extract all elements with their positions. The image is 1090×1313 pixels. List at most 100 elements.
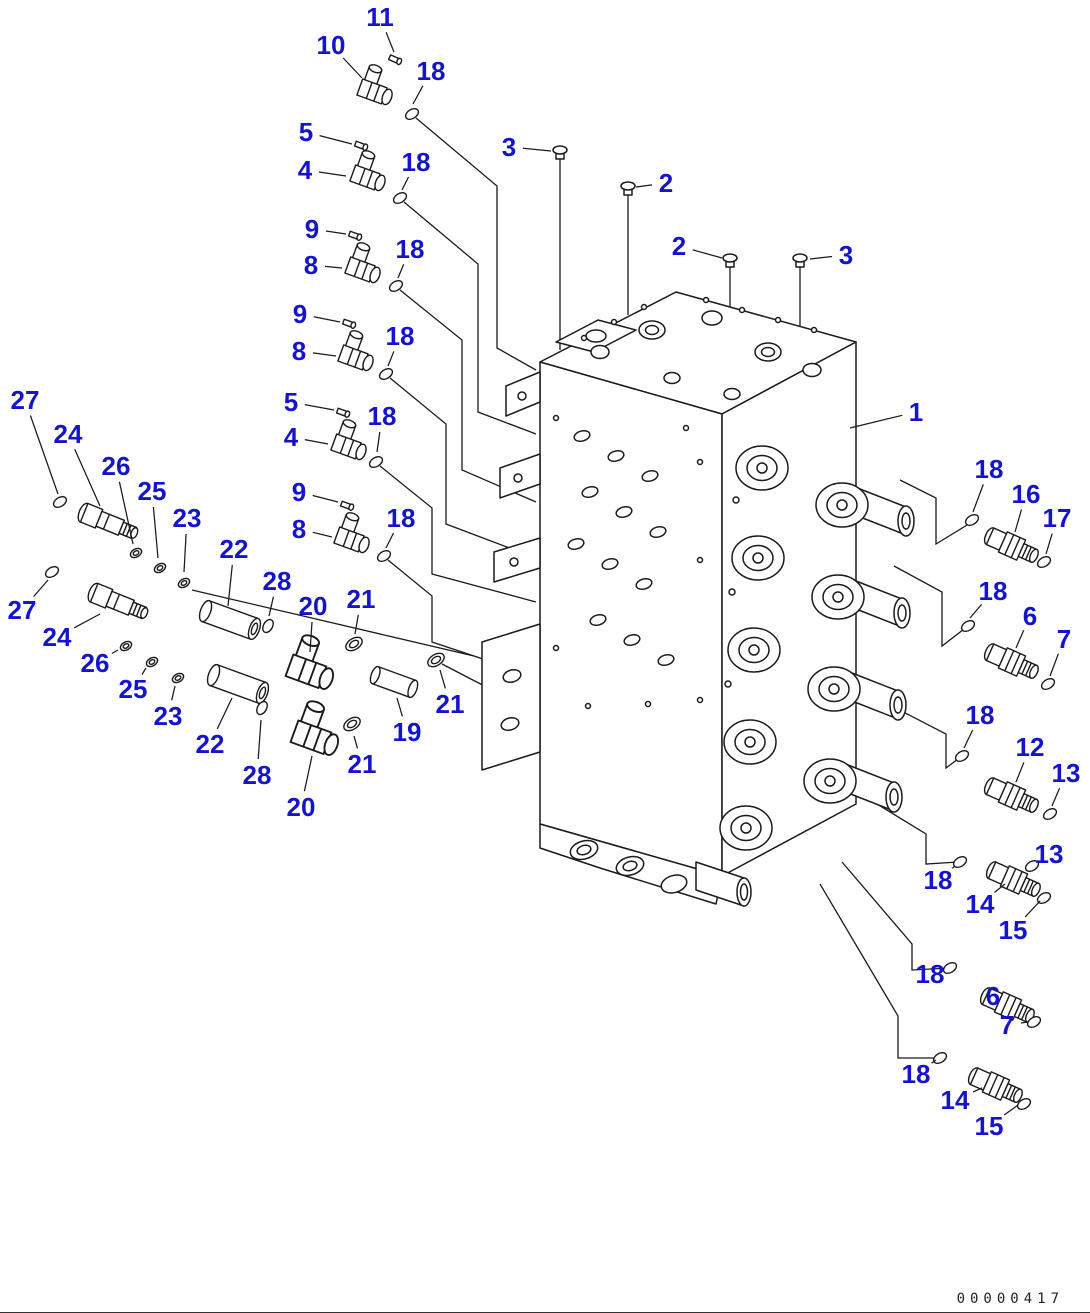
callout-leader <box>324 265 343 269</box>
screw-9 <box>339 499 356 512</box>
plug-2 <box>722 253 738 268</box>
callout-leader <box>312 352 337 357</box>
valve-cap-column-inner <box>719 445 789 851</box>
callout-leader <box>972 484 984 513</box>
callout-leader <box>963 729 974 749</box>
callout-leader <box>385 32 395 53</box>
valve-front-face <box>539 361 723 877</box>
callout-leader <box>319 134 353 145</box>
callout-leader <box>692 249 723 259</box>
oring-27 <box>50 493 70 511</box>
elbow-8 <box>344 239 389 286</box>
elbow-4 <box>349 147 394 194</box>
callout-leader <box>73 613 101 629</box>
callout-leader <box>312 494 339 503</box>
callout-leader <box>216 697 233 730</box>
callout-leader <box>354 614 359 635</box>
callout-leader <box>1015 630 1025 649</box>
elbow-20 <box>289 697 350 759</box>
callout-leader-lines <box>29 32 1061 1116</box>
callout-leader <box>74 448 101 507</box>
ring-28 <box>259 616 277 636</box>
ring-23 <box>170 670 186 686</box>
connector-6 <box>980 639 1043 684</box>
callout-leader <box>304 438 329 445</box>
oring-21 <box>342 633 366 655</box>
elbow-8 <box>333 509 378 556</box>
connector-16 <box>980 523 1043 568</box>
callout-leader <box>635 184 653 188</box>
callout-leader <box>994 883 1006 893</box>
plug-2 <box>620 181 636 196</box>
valve-cap-column-outer <box>803 482 915 813</box>
callout-leader <box>1014 509 1023 533</box>
callout-leader <box>227 564 233 607</box>
sleeve-22 <box>204 662 272 706</box>
plug-3 <box>792 253 808 268</box>
doc-number: 00000417 <box>956 1291 1064 1307</box>
callout-leader <box>152 506 159 559</box>
callout-leader <box>118 481 134 545</box>
relief-valve-24 <box>85 580 152 625</box>
screw-9 <box>347 229 364 242</box>
callout-leader <box>171 685 176 701</box>
elbow-8 <box>337 327 382 374</box>
screw-11 <box>387 53 404 66</box>
callout-leader <box>1003 1104 1019 1116</box>
callout-leader <box>1049 653 1059 677</box>
ring-26 <box>118 638 134 654</box>
oring-21 <box>424 649 448 671</box>
ring-25 <box>152 560 168 576</box>
screw-5 <box>335 406 352 419</box>
callout-leader <box>342 57 363 79</box>
connector-19 <box>367 664 421 700</box>
callout-leader <box>1045 533 1053 555</box>
main-valve-body <box>481 145 915 907</box>
oring-13 <box>1040 805 1060 823</box>
callout-leader <box>1024 900 1041 918</box>
screw-9 <box>341 317 358 330</box>
callout-leader <box>396 697 403 717</box>
connector-12 <box>980 773 1043 818</box>
callout-leader <box>29 415 59 495</box>
callout-leader <box>257 719 262 760</box>
callout-leader <box>268 596 275 617</box>
screw-5 <box>353 139 370 152</box>
connector-14 <box>964 1063 1027 1108</box>
callout-leader <box>849 414 903 429</box>
ring-23 <box>176 575 192 591</box>
oring-18 <box>930 1049 950 1067</box>
ring-25 <box>144 654 160 670</box>
callout-leader <box>111 649 119 655</box>
callout-leader <box>325 230 347 235</box>
callout-leader <box>931 1059 937 1064</box>
callout-leader <box>318 171 347 177</box>
oring-7 <box>1038 675 1058 693</box>
callout-leader <box>412 85 424 105</box>
callout-leader <box>141 667 147 675</box>
plug-3 <box>552 145 568 160</box>
callout-leader <box>385 532 395 549</box>
oring-17 <box>1034 553 1054 571</box>
callout-leader <box>353 735 359 749</box>
oring-18 <box>952 747 972 765</box>
routing-lines <box>191 117 973 1059</box>
callout-leader <box>1051 787 1061 807</box>
oring-27 <box>42 563 62 581</box>
elbow-10 <box>356 61 401 108</box>
callout-leader <box>401 176 410 191</box>
elbow-4 <box>330 416 375 463</box>
callout-leader <box>387 351 395 367</box>
oring-21 <box>340 713 364 735</box>
callout-leader <box>313 316 341 323</box>
callout-leader <box>951 865 956 869</box>
sleeve-22 <box>196 598 264 642</box>
callout-leader <box>312 531 333 538</box>
callout-leader <box>972 1087 983 1093</box>
oring-13 <box>1022 857 1042 875</box>
elbow-20 <box>284 631 345 693</box>
ring-26 <box>128 545 144 561</box>
callout-leader <box>309 621 313 653</box>
